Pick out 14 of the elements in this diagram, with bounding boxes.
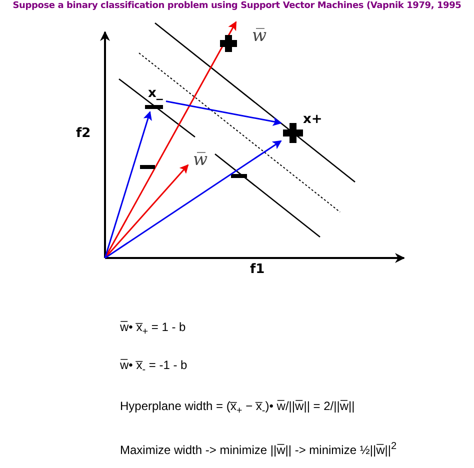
- equation: Hyperplane width = (x̅$_{+}$ − x̅$_{-}$)• w̅/||w̅|| = 2/||w̅||: [120, 399, 355, 416]
- arrow: [166, 100, 282, 126]
- diagram-title: Suppose a binary classification problem using Support Vector Machines (Vapnik 1979, 1995: [12, 1, 462, 11]
- point-label: x+: [303, 112, 322, 127]
- arrow: [104, 140, 282, 259]
- axis-label: f1: [250, 262, 265, 277]
- point-label: x_: [148, 86, 163, 101]
- axis-label: f2: [76, 126, 91, 141]
- equation: w̅• x̅$_{-}$ = -1 - b: [120, 358, 188, 376]
- vector-label: w̅: [193, 150, 208, 170]
- arrow: [104, 111, 152, 258]
- equation: Maximize width -> minimize ||w̅|| -> minimize ½||w̅||$^{2}$: [120, 441, 397, 457]
- equation: w̅• x̅$_{+}$ = 1 - b: [120, 320, 186, 338]
- vector-label: w̅: [252, 26, 267, 46]
